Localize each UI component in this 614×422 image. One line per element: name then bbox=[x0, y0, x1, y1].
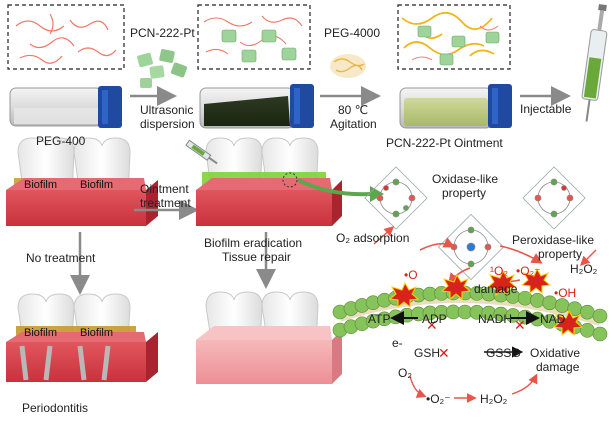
teeth-periodontitis bbox=[6, 293, 158, 382]
label-peroxidase-1: Peroxidase-like bbox=[512, 233, 595, 247]
lipid-head bbox=[592, 308, 608, 324]
label-oxidase-1: Oxidase-like bbox=[432, 172, 499, 186]
label-ultrasonic: Ultrasonic bbox=[140, 103, 194, 117]
label-ointment-treatment-2: treatment bbox=[140, 196, 191, 210]
label-gssg: GSSG bbox=[486, 346, 521, 360]
syringe bbox=[581, 4, 608, 122]
label-periodontitis: Periodontitis bbox=[22, 401, 89, 415]
label-o2-adsorption: O₂ adsorption bbox=[336, 231, 410, 245]
ointment-box bbox=[397, 4, 511, 70]
label-biofilm-2: Biofilm bbox=[80, 179, 114, 191]
lipid-head bbox=[554, 298, 570, 313]
lipid-head bbox=[530, 293, 545, 308]
lipid-head bbox=[580, 304, 595, 320]
teeth-treated bbox=[185, 137, 342, 226]
label-oxidase-2: property bbox=[442, 186, 487, 200]
bottle-ointment bbox=[399, 84, 512, 129]
label-ointment-treatment-1: Ointment bbox=[140, 182, 189, 196]
teeth-healthy bbox=[196, 291, 342, 384]
label-pcn222pt: PCN-222-Pt bbox=[130, 26, 195, 40]
label-ros-oh: •OH bbox=[554, 286, 577, 300]
label-peg4000: PEG-4000 bbox=[324, 26, 381, 40]
label-damage: damage bbox=[474, 282, 518, 296]
label-adp: ADP bbox=[422, 312, 447, 326]
label-peg400: PEG-400 bbox=[36, 134, 86, 148]
label-no-treatment: No treatment bbox=[26, 251, 96, 265]
label-ros-o2m: •O₂⁻ bbox=[516, 264, 541, 278]
label-biofilm-1: Biofilm bbox=[24, 179, 58, 191]
label-tissue-repair: Tissue repair bbox=[222, 250, 291, 264]
label-agitation: Agitation bbox=[330, 117, 377, 131]
label-injectable: Injectable bbox=[520, 102, 572, 116]
label-biofilm-4: Biofilm bbox=[80, 327, 114, 339]
label-e: e- bbox=[392, 336, 403, 350]
peg400-box bbox=[7, 4, 125, 70]
peg400-chains bbox=[15, 13, 117, 64]
label-ros-o: •O bbox=[404, 268, 418, 282]
bottle-peg400 bbox=[9, 86, 122, 128]
damage-starbursts bbox=[388, 267, 584, 337]
label-oxidative-2: damage bbox=[536, 360, 580, 374]
label-h2o2-bottom: H₂O₂ bbox=[480, 392, 508, 406]
pcn-box bbox=[197, 4, 311, 70]
peg4000-flakes bbox=[330, 54, 366, 78]
teeth-biofilm bbox=[6, 137, 158, 226]
bottle-dispersion bbox=[199, 84, 314, 129]
pcn-crystals bbox=[137, 49, 188, 88]
svg-text:✕: ✕ bbox=[426, 317, 438, 333]
label-ointment: PCN-222-Pt Ointment bbox=[386, 136, 503, 150]
label-h2o2-top: H₂O₂ bbox=[570, 262, 598, 276]
lipid-head bbox=[580, 323, 595, 338]
label-nad: NAD bbox=[540, 312, 566, 326]
label-nadh: NADH bbox=[478, 312, 513, 326]
lipid-head bbox=[592, 326, 608, 342]
label-peroxidase-2: property bbox=[538, 247, 583, 261]
label-biofilm-3: Biofilm bbox=[24, 327, 58, 339]
label-gsh: GSH bbox=[414, 346, 441, 360]
label-temperature: 80 ℃ bbox=[338, 103, 369, 117]
label-o2m-bottom: •O₂⁻ bbox=[426, 392, 451, 406]
label-dispersion: dispersion bbox=[140, 117, 195, 131]
label-o2-bottom: O₂ bbox=[398, 366, 412, 380]
svg-text:✕: ✕ bbox=[438, 345, 450, 361]
label-ros-1o2: ¹O₂ bbox=[490, 264, 508, 278]
label-oxidative-1: Oxidative bbox=[530, 346, 581, 360]
label-atp: ATP bbox=[368, 312, 391, 326]
svg-text:✕: ✕ bbox=[514, 317, 526, 333]
label-eradication: Biofilm eradication bbox=[204, 236, 303, 250]
